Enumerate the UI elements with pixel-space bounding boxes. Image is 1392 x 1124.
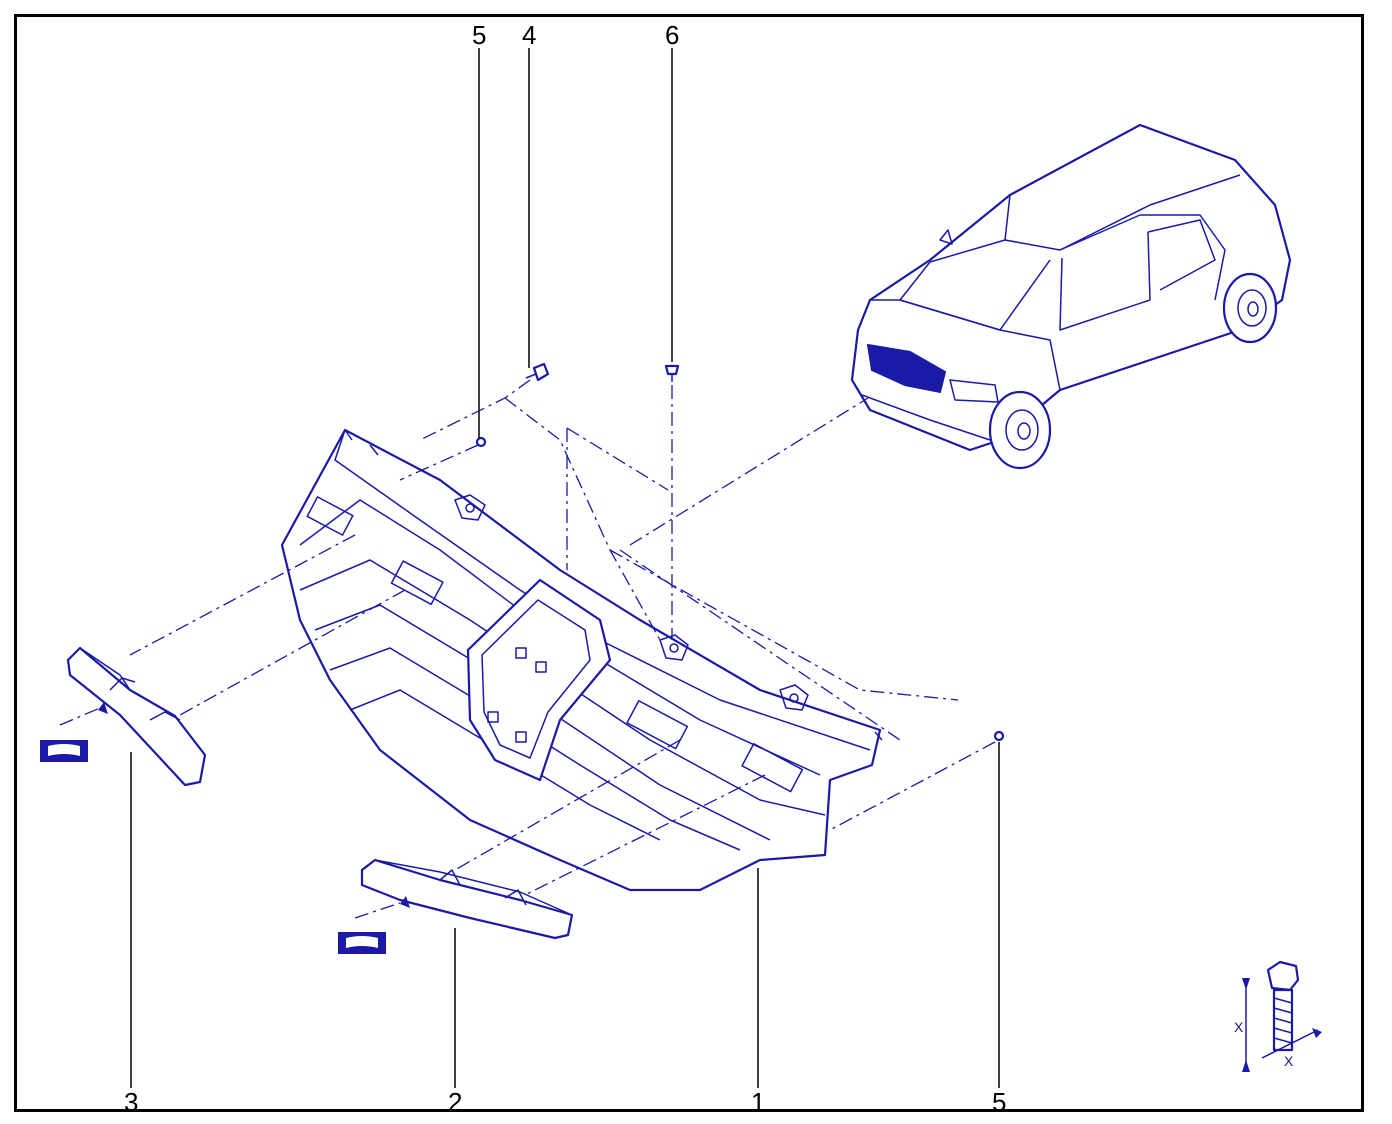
torque-x-label-1: X	[1234, 1019, 1244, 1035]
callout-top-6: 6	[665, 20, 679, 50]
trim-strip-left	[66, 646, 207, 787]
torque-x-label-2: X	[1284, 1053, 1294, 1069]
diagram-frame	[14, 14, 1364, 1112]
leader-lines	[130, 48, 1000, 1088]
callout-bottom-1: 1	[751, 1087, 765, 1117]
vehicle-illustration	[850, 123, 1292, 470]
callout-labels: 5 4 6 3 2 1 5	[124, 20, 1006, 1117]
callout-top-5: 5	[472, 20, 486, 50]
callout-bottom-5: 5	[992, 1087, 1006, 1117]
callout-bottom-2: 2	[448, 1087, 462, 1117]
callout-top-4: 4	[522, 20, 536, 50]
radiator-grille	[280, 428, 883, 892]
trim-strip-bottom	[360, 858, 574, 940]
replacement-symbols	[40, 702, 410, 954]
fasteners	[475, 362, 1005, 742]
callout-bottom-3: 3	[124, 1087, 138, 1117]
torque-symbol: X X	[1234, 960, 1322, 1072]
assembly-lines	[59, 379, 996, 919]
